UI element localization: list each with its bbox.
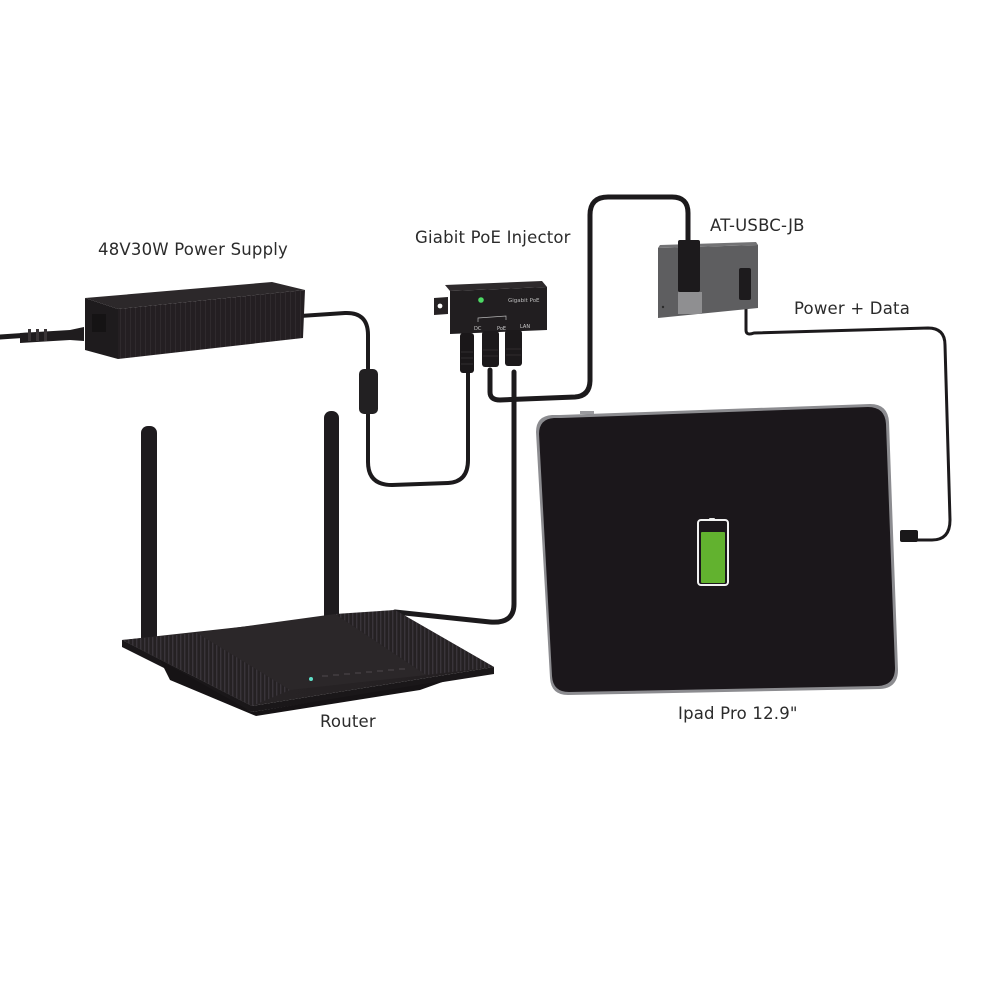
ferrite-bead bbox=[359, 369, 378, 414]
injector-brand-text: Gigabit PoE bbox=[508, 298, 540, 304]
label-router: Router bbox=[320, 712, 376, 731]
battery-fill bbox=[701, 532, 725, 583]
usbc-plug bbox=[739, 268, 751, 300]
cables bbox=[0, 194, 952, 625]
lan-cable bbox=[392, 369, 517, 625]
poe-plug bbox=[482, 331, 499, 367]
antenna-left bbox=[141, 426, 157, 646]
port-label-poe: PoE bbox=[497, 326, 506, 332]
ipad-usbc-plug bbox=[900, 530, 918, 542]
router bbox=[122, 411, 494, 716]
ac-inlet bbox=[92, 314, 106, 332]
label-power-supply: 48V30W Power Supply bbox=[98, 240, 288, 259]
ipad bbox=[536, 404, 918, 695]
label-poe-injector: Giabit PoE Injector bbox=[415, 228, 571, 247]
poe-cable bbox=[487, 194, 691, 403]
power-led bbox=[478, 297, 484, 303]
label-power-data: Power + Data bbox=[794, 299, 910, 318]
dc-cable bbox=[298, 310, 470, 487]
status-led bbox=[309, 677, 313, 681]
rj45-plug bbox=[678, 240, 700, 292]
battery-charging-icon bbox=[697, 518, 729, 586]
antenna-right bbox=[324, 411, 339, 626]
port-label-lan: LAN bbox=[520, 324, 530, 330]
dc-plug bbox=[460, 333, 474, 373]
rj45-jack bbox=[678, 292, 702, 314]
label-ipad: Ipad Pro 12.9" bbox=[678, 704, 798, 723]
usbc-adapter bbox=[658, 240, 758, 318]
usbc-cable bbox=[744, 296, 952, 542]
power-supply bbox=[20, 282, 305, 359]
poe-injector: Gigabit PoE DC PoE LAN bbox=[434, 281, 547, 373]
lan-plug bbox=[505, 330, 522, 366]
label-adapter: AT-USBC-JB bbox=[710, 216, 805, 235]
port-label-dc: DC bbox=[474, 326, 482, 332]
